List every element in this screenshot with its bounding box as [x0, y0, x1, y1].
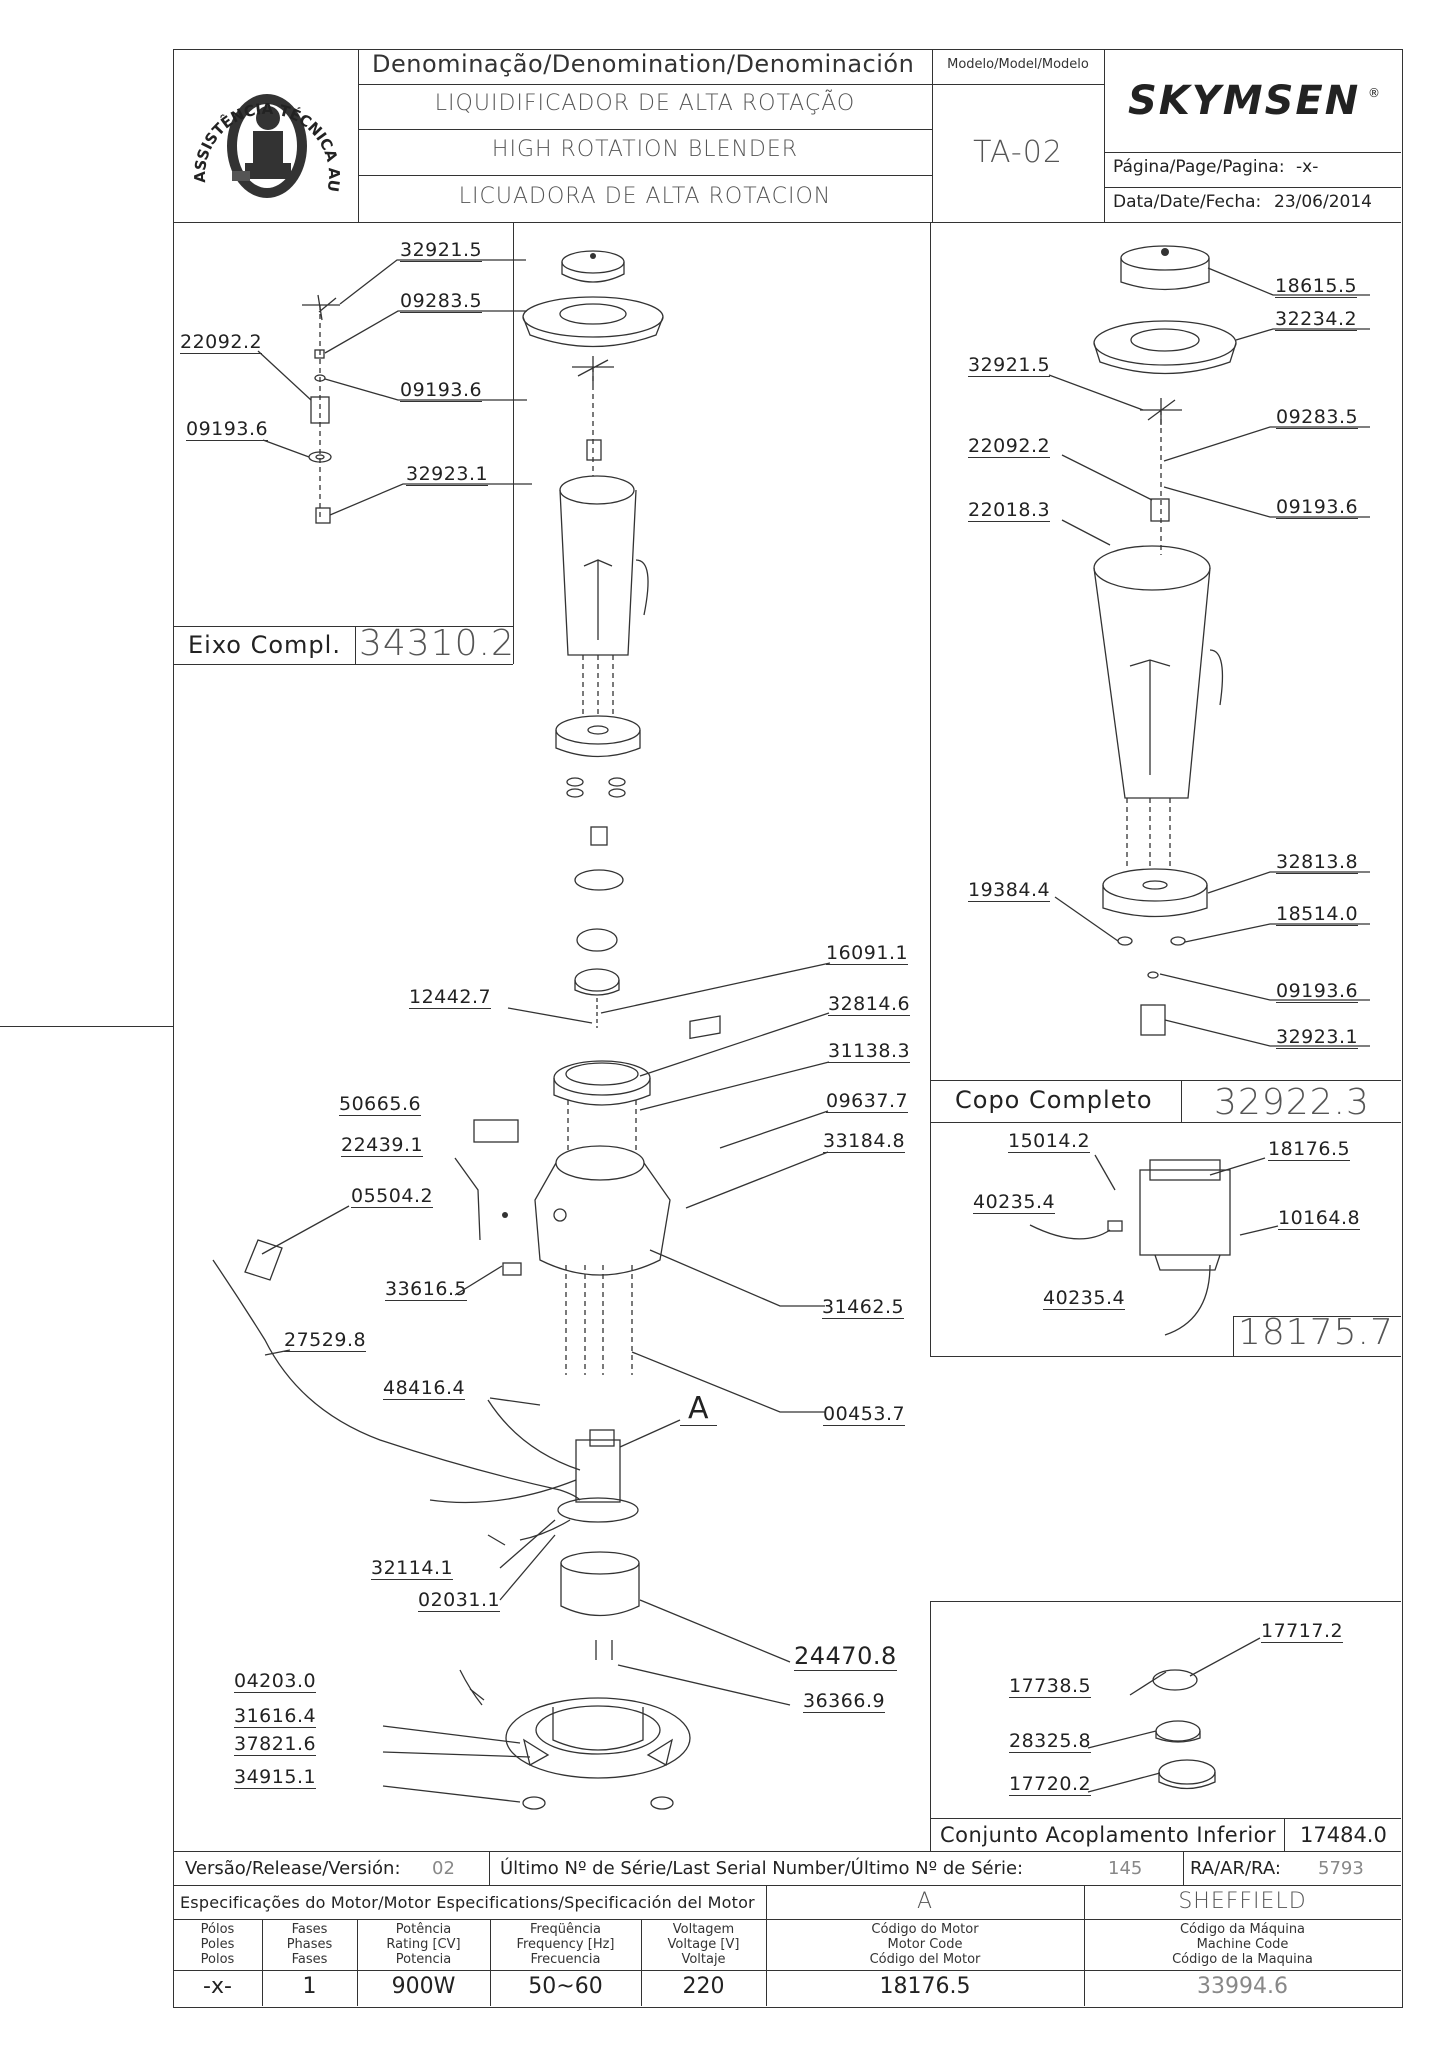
- shaft-panel-title: Eixo Compl.: [188, 631, 341, 659]
- part-label: 18514.0: [1276, 903, 1359, 926]
- part-label: 17717.2: [1261, 1620, 1344, 1643]
- spec-value-frequency: 50~60: [528, 1974, 603, 1999]
- part-label: 32923.1: [1276, 1026, 1359, 1049]
- spec-value-voltage: 220: [682, 1974, 725, 1999]
- motor-callout-a: A: [680, 1393, 717, 1426]
- name-english: HIGH ROTATION BLENDER: [491, 137, 799, 162]
- coupling-panel-title: Conjunto Acoplamento Inferior: [940, 1823, 1277, 1847]
- date-value: 23/06/2014: [1274, 192, 1372, 212]
- part-label: 02031.1: [418, 1589, 501, 1612]
- page-value: -x-: [1296, 157, 1319, 177]
- part-label: 24470.8: [794, 1642, 897, 1671]
- part-label: 32923.1: [406, 463, 489, 486]
- spec-value-poles: -x-: [203, 1974, 232, 1999]
- version-value: 02: [432, 1858, 455, 1879]
- part-label: 36366.9: [803, 1690, 886, 1713]
- spec-value-motor-code: 18176.5: [879, 1974, 971, 1999]
- part-label: 09193.6: [186, 418, 269, 441]
- part-label: 31138.3: [828, 1040, 911, 1063]
- part-label: 16091.1: [826, 942, 909, 965]
- coupling-panel-code: 17484.0: [1300, 1823, 1387, 1847]
- part-label: 04203.0: [234, 1670, 317, 1693]
- part-label: 33616.5: [385, 1278, 468, 1301]
- part-label: 17738.5: [1009, 1675, 1092, 1698]
- part-label: 33184.8: [823, 1130, 906, 1153]
- part-label: 09283.5: [1276, 406, 1359, 429]
- part-label: 22092.2: [180, 331, 263, 354]
- part-label: 40235.4: [973, 1191, 1056, 1214]
- part-label: 19384.4: [968, 879, 1051, 902]
- part-label: 32813.8: [1276, 851, 1359, 874]
- ra-label: RA/AR/RA:: [1190, 1858, 1281, 1879]
- shaft-panel-code: 34310.2: [359, 623, 515, 664]
- part-label: 09193.6: [1276, 496, 1359, 519]
- registered-mark: ®: [1368, 86, 1380, 100]
- part-label: 48416.4: [383, 1377, 466, 1400]
- name-portuguese: LIQUIDIFICADOR DE ALTA ROTAÇÃO: [434, 91, 856, 116]
- part-label: 27529.8: [284, 1329, 367, 1352]
- part-label: 12442.7: [409, 986, 492, 1009]
- serial-value: 145: [1108, 1858, 1143, 1879]
- motor-spec-title: Especificações do Motor/Motor Especifica…: [180, 1893, 755, 1912]
- part-label: 18615.5: [1275, 275, 1358, 298]
- part-label: 15014.2: [1008, 1130, 1091, 1153]
- spec-value-rating: 900W: [391, 1974, 456, 1999]
- cup-panel-title: Copo Completo: [955, 1086, 1153, 1114]
- svg-text:ASSISTÊNCIA TÉCNICA AUTORIZADA: ASSISTÊNCIA TÉCNICA AUTORIZADA: [178, 55, 343, 193]
- part-label: 37821.6: [234, 1733, 317, 1756]
- ra-value: 5793: [1318, 1858, 1364, 1879]
- page-label: Página/Page/Pagina:: [1113, 157, 1285, 177]
- spec-value-phases: 1: [302, 1974, 317, 1999]
- part-label: 32234.2: [1275, 308, 1358, 331]
- part-label: 22018.3: [968, 499, 1051, 522]
- part-label: 09193.6: [400, 379, 483, 402]
- seal-lettering: ASSISTÊNCIA TÉCNICA AUTORIZADA: [178, 55, 343, 193]
- cup-panel-code: 32922.3: [1214, 1082, 1370, 1123]
- part-label: 28325.8: [1009, 1730, 1092, 1753]
- part-label: 50665.6: [339, 1093, 422, 1116]
- date-label: Data/Date/Fecha:: [1113, 192, 1262, 212]
- part-label: 31616.4: [234, 1705, 317, 1728]
- part-label: 00453.7: [823, 1403, 906, 1426]
- part-label: 09637.7: [826, 1090, 909, 1113]
- part-label: 40235.4: [1043, 1287, 1126, 1310]
- serial-label: Último Nº de Série/Last Serial Number/Úl…: [500, 1858, 1024, 1879]
- part-label: 32814.6: [828, 993, 911, 1016]
- machine-name: SHEFFIELD: [1178, 1889, 1307, 1914]
- part-label: 32921.5: [400, 239, 483, 262]
- name-spanish: LICUADORA DE ALTA ROTACION: [458, 184, 832, 209]
- part-label: 34915.1: [234, 1766, 317, 1789]
- denomination-label: Denominação/Denomination/Denominación: [372, 50, 915, 78]
- motor-panel-code: 18175.7: [1238, 1312, 1394, 1353]
- part-label: 22439.1: [341, 1134, 424, 1157]
- brand-logo: SKYMSEN: [1128, 78, 1361, 124]
- part-label: 32114.1: [371, 1557, 454, 1580]
- part-label: 05504.2: [351, 1185, 434, 1208]
- drawing-sheet: [173, 49, 1403, 2008]
- part-label: 09283.5: [400, 290, 483, 313]
- part-label: 22092.2: [968, 435, 1051, 458]
- part-label: 09193.6: [1276, 980, 1359, 1003]
- motor-letter: A: [916, 1889, 934, 1914]
- part-label: 17720.2: [1009, 1773, 1092, 1796]
- fold-line: [0, 1026, 173, 1027]
- part-label: 32921.5: [968, 354, 1051, 377]
- model-value: TA-02: [973, 135, 1063, 170]
- spec-value-machine-code: 33994.6: [1197, 1974, 1288, 1999]
- part-label: 31462.5: [822, 1296, 905, 1319]
- part-label: 10164.8: [1278, 1207, 1361, 1230]
- model-label: Modelo/Model/Modelo: [947, 57, 1089, 72]
- version-label: Versão/Release/Versión:: [185, 1858, 401, 1879]
- part-label: 18176.5: [1268, 1138, 1351, 1161]
